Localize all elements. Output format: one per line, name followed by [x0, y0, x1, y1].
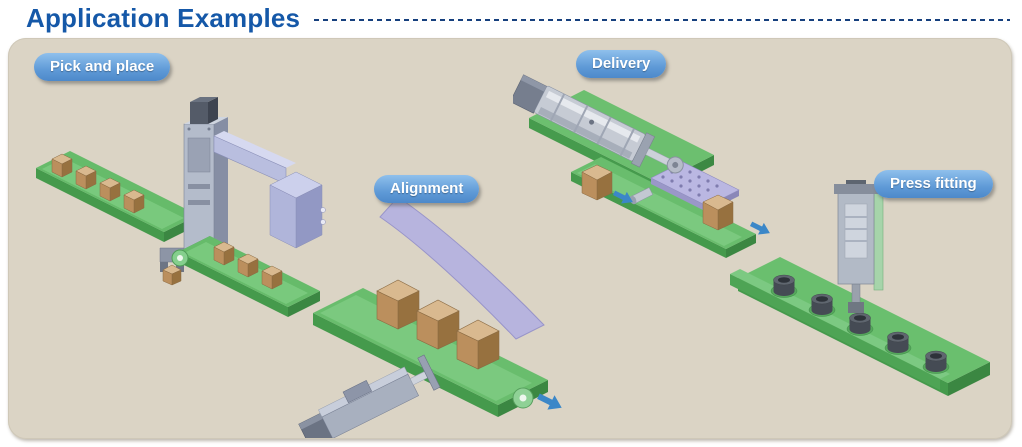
direction-arrow-icon: [612, 190, 633, 204]
label-alignment: Alignment: [374, 175, 480, 203]
cardboard-boxes-lower: [213, 241, 283, 290]
workpiece-cylinders: [770, 274, 950, 374]
title-dashed-line: [314, 19, 1010, 21]
delivery-illustration: [513, 74, 770, 258]
press-actuator: [834, 180, 884, 313]
page-title: Application Examples: [26, 2, 301, 33]
workpiece-roller: [629, 187, 654, 205]
arm-motor-unit: [269, 171, 326, 249]
label-delivery: Delivery: [576, 50, 667, 78]
guide-plate: [379, 196, 545, 340]
pick-and-place-illustration: [36, 97, 326, 317]
scene-press-fitting: [720, 180, 1005, 435]
cardboard-boxes: [581, 164, 734, 231]
page-header: Application Examples: [0, 0, 1022, 36]
label-pick-and-place: Pick and place: [34, 53, 171, 81]
examples-panel: Pick and place Delivery Alignment Press …: [8, 38, 1012, 439]
scene-alignment: [298, 193, 593, 438]
direction-arrow-icon: [749, 221, 770, 235]
scene-pick-and-place: [28, 72, 338, 320]
cardboard-boxes: [376, 279, 500, 370]
rod-cylinder-actuator: [513, 74, 684, 174]
tower-motor-icon: [190, 97, 218, 124]
cardboard-boxes-upper: [51, 153, 145, 214]
label-press-fitting: Press fitting: [874, 170, 993, 198]
pusher-actuator: [298, 354, 441, 438]
scene-delivery: [513, 60, 793, 265]
conveyor-belt: [313, 288, 548, 417]
direction-arrow-icon: [537, 393, 562, 410]
alignment-illustration: [298, 196, 562, 438]
press-fitting-illustration: [730, 180, 990, 396]
